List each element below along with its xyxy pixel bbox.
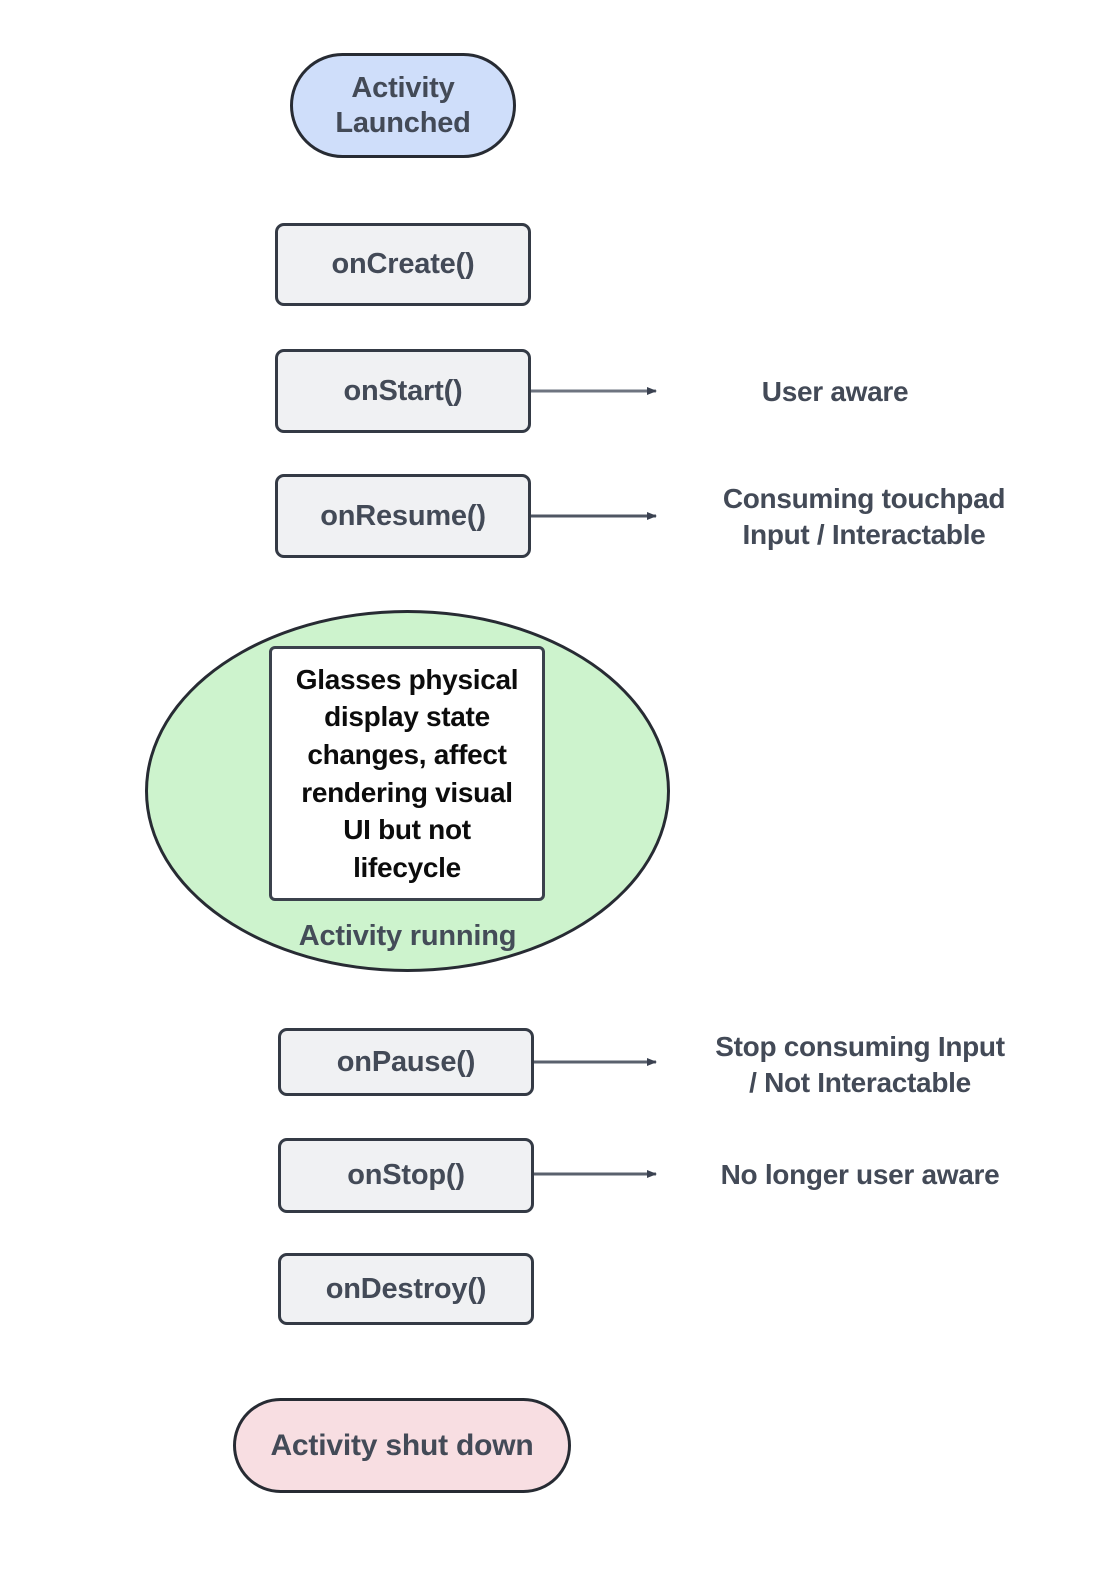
- node-onstop-label: onStop(): [347, 1159, 465, 1192]
- node-ondestroy[interactable]: onDestroy(): [278, 1253, 534, 1325]
- note-glasses-display-state: Glasses physical display state changes, …: [269, 646, 545, 901]
- node-onstart-label: onStart(): [343, 374, 463, 407]
- node-onpause-label: onPause(): [336, 1045, 476, 1078]
- node-activity-shut-down[interactable]: Activity shut down: [233, 1398, 571, 1493]
- annotation-no-longer-user-aware: No longer user aware: [720, 1159, 1000, 1190]
- node-onresume[interactable]: onResume(): [275, 474, 531, 558]
- node-onpause[interactable]: onPause(): [278, 1028, 534, 1096]
- node-activity-running-label: Activity running: [298, 920, 517, 952]
- annotation-consuming-input: Consuming touchpad Input / Interactable: [722, 483, 1006, 551]
- node-onresume-label: onResume(): [320, 499, 486, 532]
- node-oncreate[interactable]: onCreate(): [275, 223, 531, 306]
- node-onstart[interactable]: onStart(): [275, 349, 531, 433]
- annotation-stop-consuming-input: Stop consuming Input / Not Interactable: [715, 1031, 1005, 1099]
- node-ondestroy-label: onDestroy(): [325, 1272, 487, 1305]
- node-activity-shut-down-label: Activity shut down: [270, 1428, 534, 1462]
- node-activity-launched[interactable]: Activity Launched: [290, 53, 516, 158]
- node-onstop[interactable]: onStop(): [278, 1138, 534, 1213]
- node-activity-launched-label: Activity Launched: [335, 72, 471, 139]
- note-glasses-display-state-text: Glasses physical display state changes, …: [295, 663, 519, 883]
- node-oncreate-label: onCreate(): [331, 248, 475, 281]
- annotation-user-aware: User aware: [761, 376, 909, 407]
